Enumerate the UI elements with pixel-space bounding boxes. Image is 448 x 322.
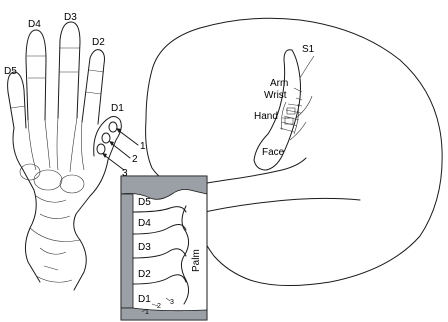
inset-seg-3: 3	[170, 299, 174, 306]
digit-d2-outline	[82, 50, 105, 124]
inset-label-palm: Palm	[191, 249, 202, 272]
label-s1: S1	[302, 44, 315, 55]
temporal-lobe-line	[196, 198, 360, 214]
callout-1: 1	[140, 141, 146, 152]
label-arm: Arm	[270, 78, 288, 89]
thumb-zone-1	[109, 122, 117, 132]
label-hand: Hand	[254, 111, 278, 122]
inset-label-d5: D5	[138, 197, 151, 208]
digit-d4-outline	[26, 30, 46, 120]
inset-label-d1: D1	[138, 294, 151, 305]
label-d3: D3	[64, 12, 77, 23]
inset-label-d4: D4	[138, 218, 151, 229]
inset-label-d2: D2	[138, 269, 151, 280]
inset-seg-1: 1	[145, 309, 149, 316]
inset-label-d3: D3	[138, 242, 151, 253]
thumb-zone-3	[97, 144, 105, 154]
thumb-zone-2	[102, 133, 110, 143]
label-d2: D2	[92, 37, 105, 48]
label-d4: D4	[28, 19, 41, 30]
label-d5: D5	[4, 66, 17, 77]
wrist-outline	[25, 228, 86, 290]
digit-map-inset: D5 D4 D3 D2 D1 Palm 1 2 3	[121, 176, 207, 320]
digit-d3-outline	[58, 22, 80, 118]
inset-seg-2: 2	[157, 303, 161, 310]
callout-2: 2	[132, 154, 138, 165]
label-d1: D1	[111, 103, 124, 114]
label-wrist: Wrist	[264, 90, 287, 101]
digit-d5-outline	[8, 72, 26, 128]
label-face: Face	[262, 147, 285, 158]
inset-left-band	[121, 194, 133, 308]
